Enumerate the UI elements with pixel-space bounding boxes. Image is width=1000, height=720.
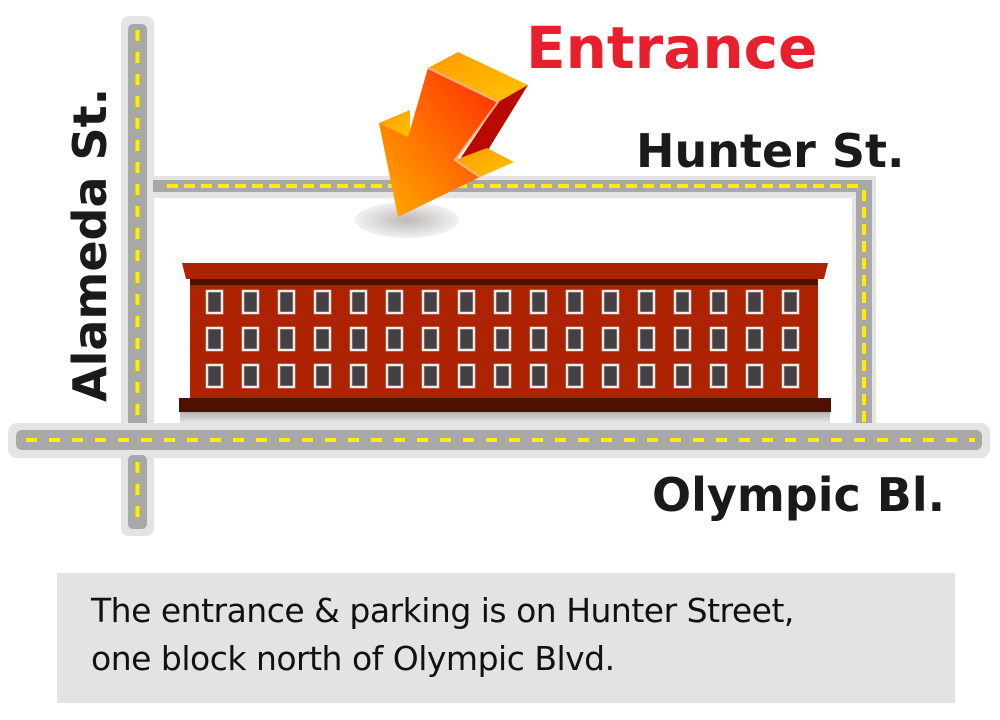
building-window	[493, 363, 512, 389]
building-window	[673, 363, 692, 389]
building-window	[601, 363, 620, 389]
olympic-boulevard-road	[8, 423, 990, 458]
building-window	[457, 326, 476, 352]
building-window	[385, 363, 404, 389]
building-window	[637, 363, 656, 389]
building-window	[745, 363, 764, 389]
building-window	[313, 289, 332, 315]
alameda-street-road-south	[121, 455, 154, 536]
building-window	[349, 363, 368, 389]
hunter-street-label: Hunter St.	[636, 124, 904, 178]
building-window	[673, 326, 692, 352]
arrow-shadow	[355, 202, 459, 238]
building-window	[349, 289, 368, 315]
building-window	[529, 363, 548, 389]
building	[179, 263, 831, 423]
building-window	[385, 326, 404, 352]
building-window	[493, 326, 512, 352]
building-window	[745, 326, 764, 352]
building-window	[277, 326, 296, 352]
building-window	[457, 363, 476, 389]
building-window	[313, 326, 332, 352]
olympic-boulevard-label: Olympic Bl.	[652, 468, 945, 522]
building-window	[637, 326, 656, 352]
building-window	[709, 326, 728, 352]
building-window	[277, 363, 296, 389]
building-window	[637, 289, 656, 315]
entrance-arrow-icon	[379, 52, 528, 217]
caption-line-2: one block north of Olympic Blvd.	[91, 639, 615, 678]
caption-text: The entrance & parking is on Hunter Stre…	[91, 587, 794, 683]
alameda-street-label: Alameda St.	[63, 88, 117, 402]
building-window	[781, 289, 800, 315]
building-window	[349, 326, 368, 352]
caption-box: The entrance & parking is on Hunter Stre…	[57, 573, 955, 703]
building-window	[457, 289, 476, 315]
building-window	[781, 326, 800, 352]
alameda-street-road	[121, 16, 154, 536]
building-window	[709, 363, 728, 389]
building-window	[565, 326, 584, 352]
building-window	[529, 289, 548, 315]
building-window	[385, 289, 404, 315]
building-window	[241, 326, 260, 352]
building-window	[421, 289, 440, 315]
building-window	[241, 289, 260, 315]
building-window	[205, 326, 224, 352]
building-window	[421, 326, 440, 352]
building-window	[781, 363, 800, 389]
building-window	[673, 289, 692, 315]
building-window	[565, 363, 584, 389]
building-window	[241, 363, 260, 389]
hunter-street-road	[150, 176, 876, 428]
building-window	[601, 289, 620, 315]
building-window	[205, 363, 224, 389]
building-window	[565, 289, 584, 315]
building-window	[529, 326, 548, 352]
caption-line-1: The entrance & parking is on Hunter Stre…	[91, 591, 794, 630]
building-window	[493, 289, 512, 315]
building-window	[313, 363, 332, 389]
building-window	[205, 289, 224, 315]
building-windows	[205, 289, 800, 389]
entrance-title: Entrance	[526, 14, 817, 82]
building-window	[421, 363, 440, 389]
building-window	[601, 326, 620, 352]
building-window	[709, 289, 728, 315]
building-window	[745, 289, 764, 315]
building-window	[277, 289, 296, 315]
